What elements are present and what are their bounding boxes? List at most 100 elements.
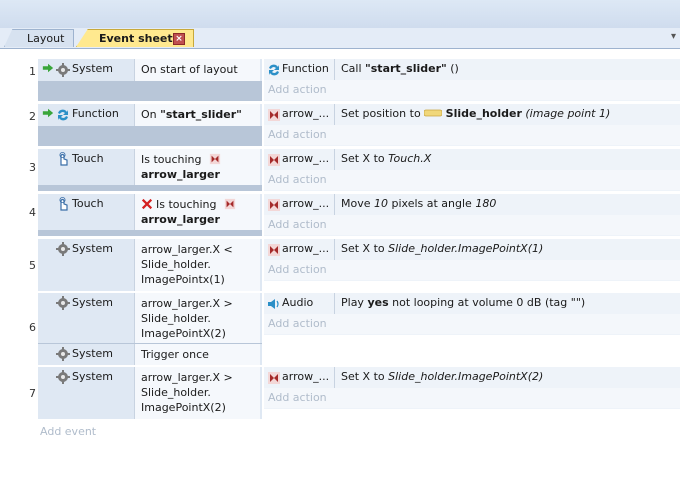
event-row: 6 System arrow_larger.X >Slide_holder.Im… [0, 293, 680, 365]
sprite-icon [267, 198, 281, 212]
gear-icon [56, 296, 70, 310]
condition-block[interactable]: Touch Is touching arrow_larger [38, 149, 262, 191]
chevron-down-icon[interactable]: ▾ [670, 31, 676, 42]
action-text-a: Move [341, 197, 374, 210]
action-text: Set position to Slide_holder (image poin… [334, 104, 610, 127]
condition-block[interactable]: System arrow_larger.X >Slide_holder.Imag… [38, 293, 262, 365]
function-icon [56, 108, 70, 122]
action-block: arrow_... Set X to Touch.X Add action [264, 149, 680, 191]
condition-text-a: arrow_larger.X > [141, 297, 233, 310]
condition-object: System [72, 296, 114, 309]
action-text-c: not looping at volume 0 dB (tag "") [388, 296, 586, 309]
gear-icon [56, 370, 70, 384]
action-text-b: Slide_holder.ImagePointX(2) [388, 370, 544, 383]
action-text: Set X to Slide_holder.ImagePointX(2) [334, 367, 543, 390]
action-text-b: yes [367, 296, 389, 309]
action-object: Audio [282, 296, 314, 309]
condition-object: System [72, 370, 114, 383]
tab-label: Event sheet 1 [99, 32, 185, 45]
condition-text-b: Slide_holder. [141, 258, 211, 271]
action-row[interactable]: Function Call "start_slider" () [264, 59, 680, 82]
condition-block[interactable]: System On start of layout [38, 59, 262, 101]
sprite-icon [267, 153, 281, 167]
condition-text-b: arrow_larger [141, 168, 220, 181]
action-text-b: "start_slider" [365, 62, 447, 75]
add-action-button[interactable]: Add action [264, 388, 680, 408]
event-row: 2 Function On "start_slider" arrow_... S… [0, 104, 680, 146]
action-text: Move 10 pixels at angle 180 [334, 194, 496, 217]
add-action-button[interactable]: Add action [264, 314, 680, 334]
condition-text-c: ImagePointX(2) [141, 327, 226, 340]
event-row: 3 Touch Is touching arrow_larger arrow_.… [0, 149, 680, 191]
event-row: 7 System arrow_larger.X >Slide_holder.Im… [0, 367, 680, 419]
condition-text-b: Slide_holder. [141, 386, 211, 399]
add-action-button[interactable]: Add action [264, 260, 680, 280]
condition-object: System [72, 242, 114, 255]
condition-text-c: ImagePointX(2) [141, 401, 226, 414]
action-text: Call "start_slider" () [334, 59, 459, 82]
action-text-a: Set X to [341, 242, 389, 255]
event-row: 1 System On start of layout Function Cal… [0, 59, 680, 101]
action-row[interactable]: arrow_... Set X to Slide_holder.ImagePoi… [264, 367, 680, 390]
condition-row[interactable]: Function On "start_slider" [38, 104, 262, 126]
action-object: arrow_... [282, 197, 330, 210]
condition-row[interactable]: System On start of layout [38, 59, 262, 81]
tab-layout-1[interactable]: Layout 1 [4, 29, 74, 47]
close-icon[interactable]: × [173, 33, 185, 45]
condition-text: Is touching arrow_larger [134, 149, 260, 185]
gear-icon [56, 347, 70, 361]
condition-text: Is touching arrow_larger [134, 194, 260, 230]
add-action-button[interactable]: Add action [264, 170, 680, 190]
action-text-b: 10 [374, 197, 388, 210]
action-text-a: Play [341, 296, 368, 309]
action-block: arrow_... Set X to Slide_holder.ImagePoi… [264, 239, 680, 281]
slide-holder-icon [424, 108, 442, 118]
condition-block[interactable]: System arrow_larger.X <Slide_holder.Imag… [38, 239, 262, 291]
action-row[interactable]: arrow_... Set X to Slide_holder.ImagePoi… [264, 239, 680, 262]
condition-object: Touch [72, 152, 104, 165]
invert-x-icon [141, 198, 153, 210]
action-row[interactable]: arrow_... Set position to Slide_holder (… [264, 104, 680, 127]
action-block: arrow_... Set position to Slide_holder (… [264, 104, 680, 146]
add-action-button[interactable]: Add action [264, 125, 680, 145]
action-text: Set X to Touch.X [334, 149, 431, 172]
sprite-icon [209, 153, 221, 165]
sprite-icon [267, 108, 281, 122]
condition-text-a: On [141, 108, 161, 121]
action-row[interactable]: arrow_... Move 10 pixels at angle 180 [264, 194, 680, 217]
condition-block[interactable]: System arrow_larger.X >Slide_holder.Imag… [38, 367, 262, 419]
condition-row[interactable]: Touch Is touching arrow_larger [38, 194, 262, 230]
condition-text-b: arrow_larger [141, 213, 220, 226]
condition-block[interactable]: Function On "start_slider" [38, 104, 262, 146]
condition-row[interactable]: System arrow_larger.X <Slide_holder.Imag… [38, 239, 262, 291]
condition-text: arrow_larger.X >Slide_holder.ImagePointX… [134, 367, 260, 419]
condition-text-a: Is touching [156, 198, 217, 211]
condition-text-a: On start of layout [141, 63, 238, 76]
action-object: arrow_... [282, 242, 330, 255]
condition-row[interactable]: System arrow_larger.X >Slide_holder.Imag… [38, 293, 262, 343]
condition-row[interactable]: System Trigger once [38, 344, 262, 365]
action-block: arrow_... Set X to Slide_holder.ImagePoi… [264, 367, 680, 409]
tab-strip: Layout 1 Event sheet 1× ▾ [0, 28, 680, 49]
action-row[interactable]: arrow_... Set X to Touch.X [264, 149, 680, 172]
event-number: 1 [29, 65, 36, 78]
condition-object: System [72, 347, 114, 360]
action-text-c: () [446, 62, 459, 75]
condition-row[interactable]: System arrow_larger.X >Slide_holder.Imag… [38, 367, 262, 419]
event-row: 4 Touch Is touching arrow_larger arrow_.… [0, 194, 680, 236]
add-event-button[interactable]: Add event [40, 425, 97, 438]
add-action-button[interactable]: Add action [264, 215, 680, 235]
event-row: 5 System arrow_larger.X <Slide_holder.Im… [0, 239, 680, 291]
condition-object: Touch [72, 197, 104, 210]
condition-row[interactable]: Touch Is touching arrow_larger [38, 149, 262, 185]
action-row[interactable]: Audio Play yes not looping at volume 0 d… [264, 293, 680, 316]
condition-block[interactable]: Touch Is touching arrow_larger [38, 194, 262, 236]
condition-text-a: arrow_larger.X < [141, 243, 233, 256]
action-text-a: Set X to [341, 370, 389, 383]
condition-text-b: "start_slider" [160, 108, 242, 121]
add-action-button[interactable]: Add action [264, 80, 680, 100]
event-number: 5 [29, 259, 36, 272]
tab-event-sheet-1[interactable]: Event sheet 1× [76, 29, 194, 47]
toolbar-area [0, 0, 680, 29]
action-text-c: pixels at angle [388, 197, 476, 210]
